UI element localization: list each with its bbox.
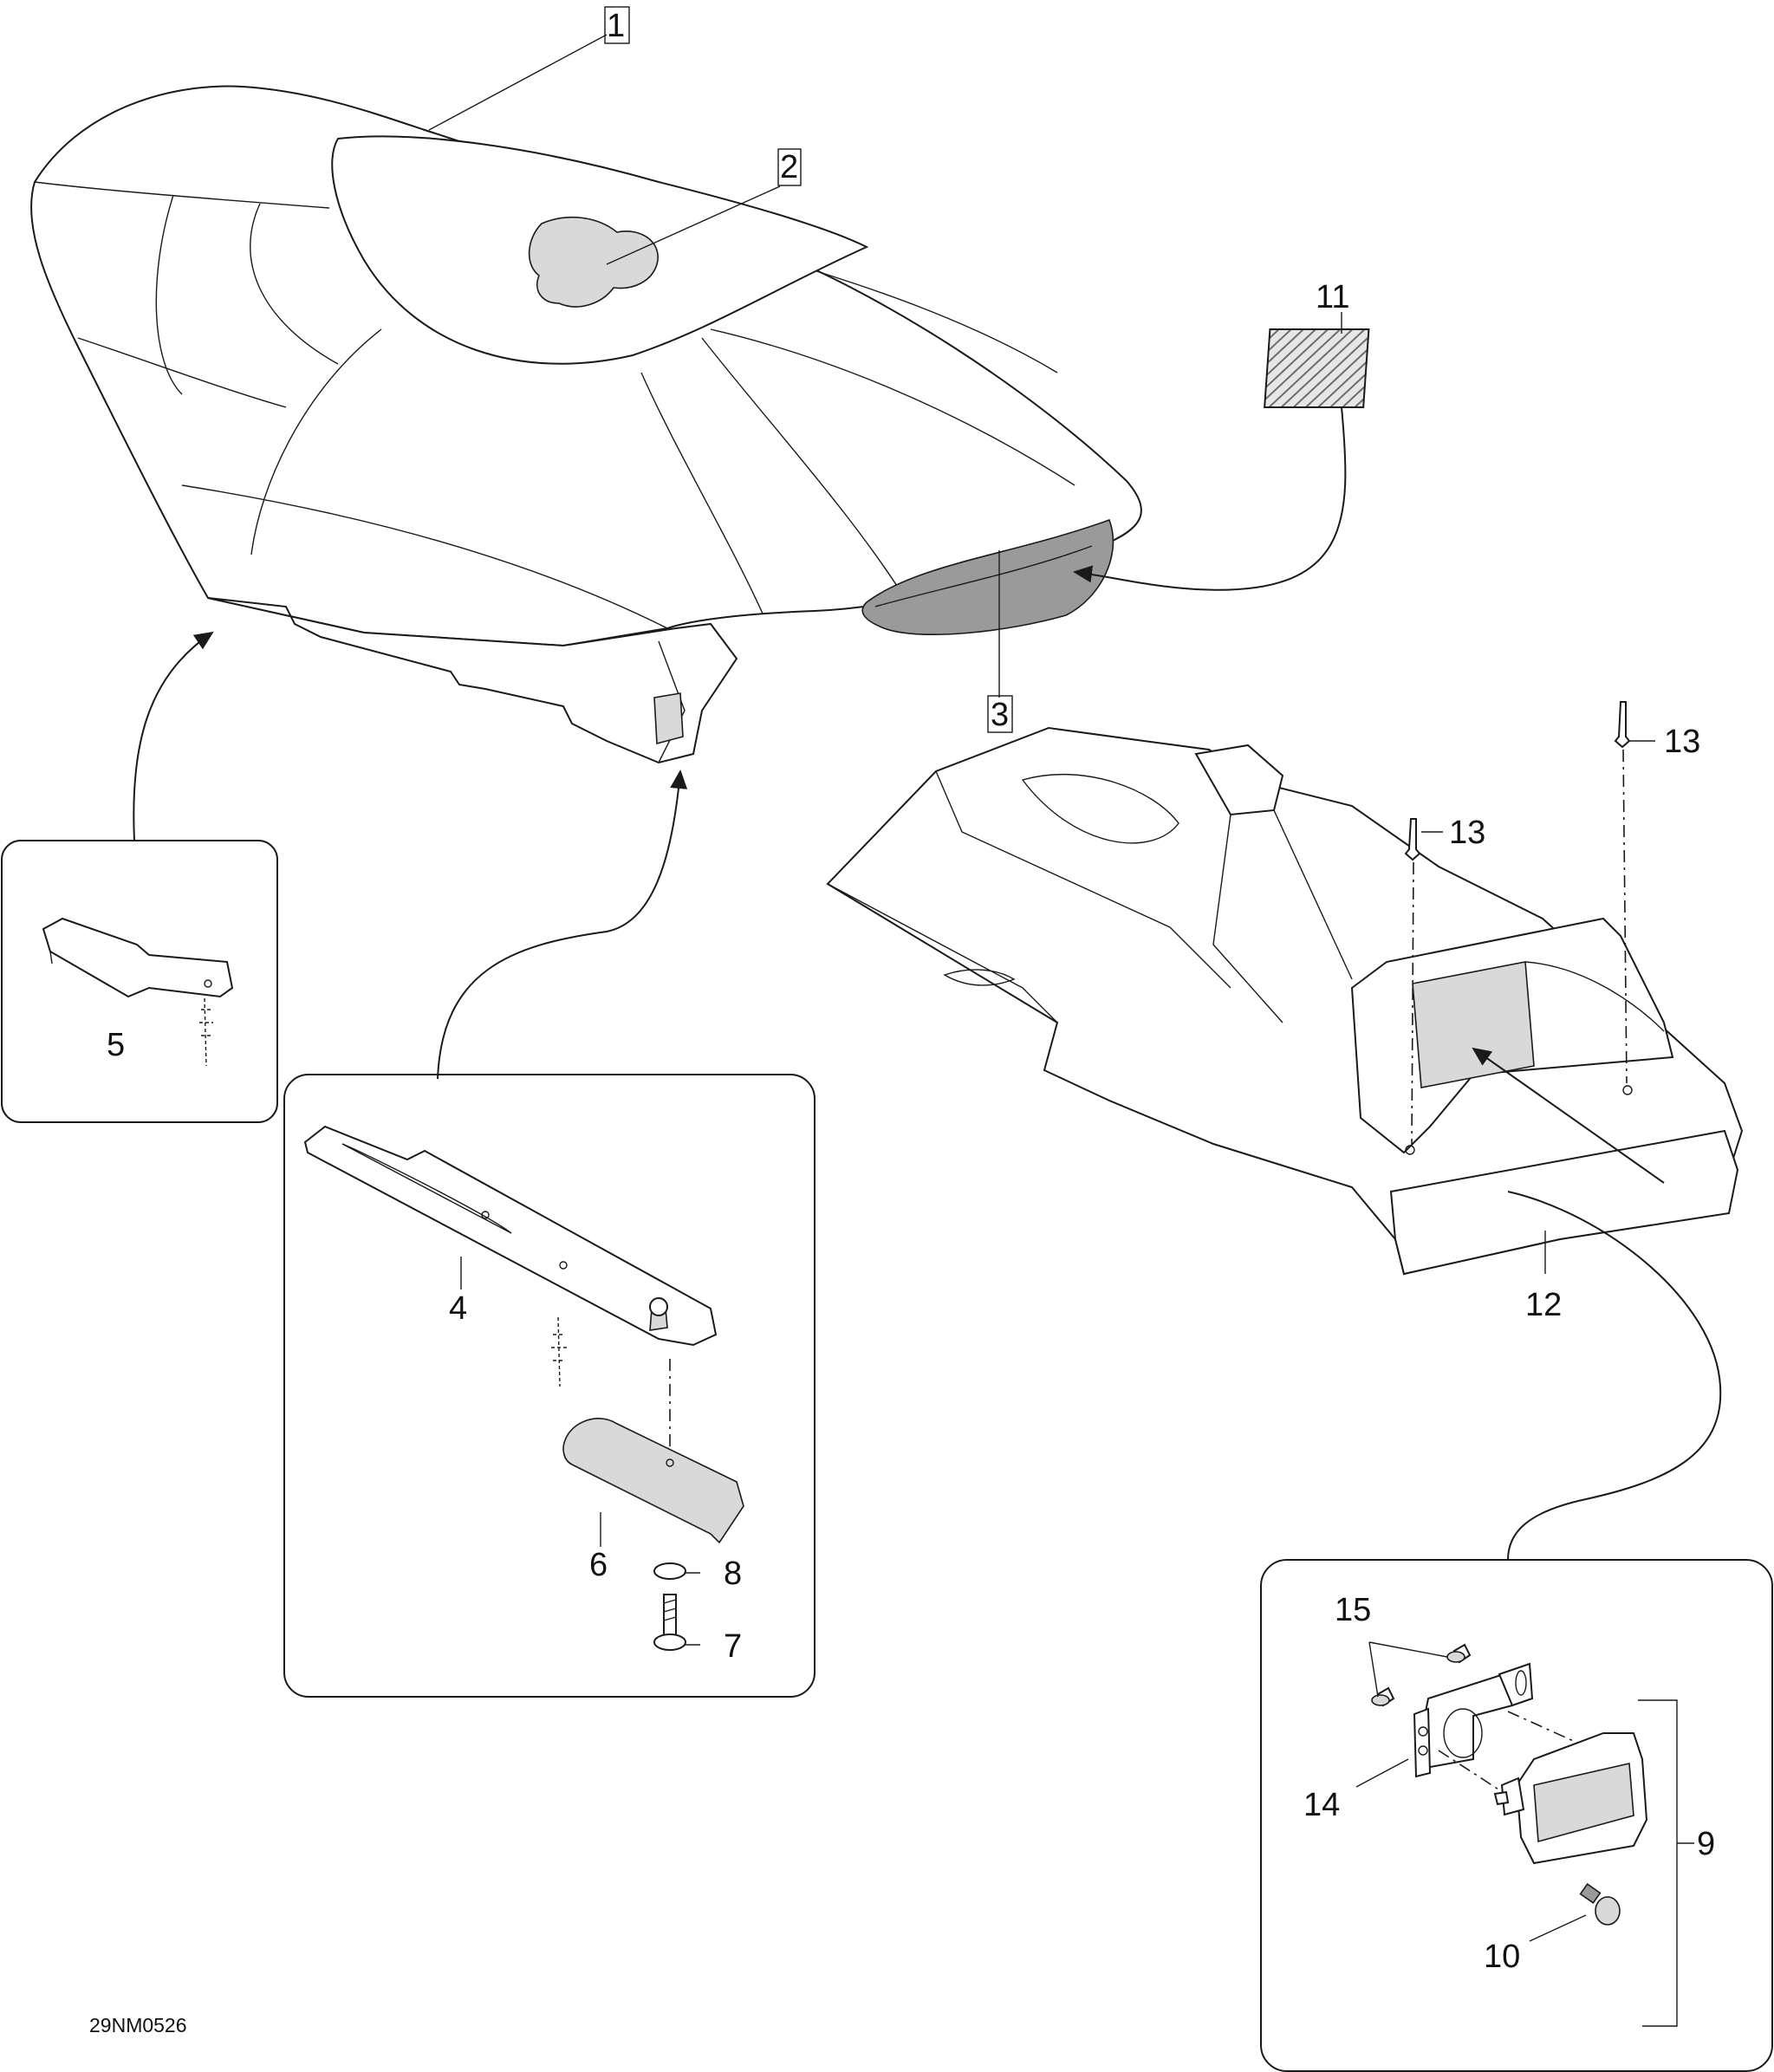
detail-box-bracket-4 xyxy=(283,1074,816,1698)
callout-13-left: 13 xyxy=(1449,815,1485,851)
drawing-code: 29NM0526 xyxy=(89,2014,187,2036)
bulb-10 xyxy=(1579,1882,1621,1926)
screw-7 xyxy=(653,1594,686,1651)
bracket-5 xyxy=(42,917,234,1067)
washer-8 xyxy=(653,1562,686,1580)
callout-13-right: 13 xyxy=(1664,724,1700,760)
clip-15 xyxy=(1371,1643,1472,1707)
plate-6 xyxy=(562,1418,744,1544)
bracket-4 xyxy=(303,1125,718,1387)
seat-assembly xyxy=(30,85,1142,764)
callout-10: 10 xyxy=(1484,1939,1520,1975)
callout-15: 15 xyxy=(1335,1592,1371,1628)
callout-4: 4 xyxy=(449,1290,467,1327)
seat-base-assembly xyxy=(826,701,1744,1276)
callout-9: 9 xyxy=(1697,1826,1715,1862)
callout-12: 12 xyxy=(1525,1287,1562,1323)
detail-box-bracket-5 xyxy=(1,840,278,1123)
callout-14: 14 xyxy=(1303,1787,1340,1823)
callout-2: 2 xyxy=(780,149,798,185)
callout-11: 11 xyxy=(1316,279,1349,315)
seat-logo xyxy=(528,216,659,308)
taillight-assembly xyxy=(1371,1643,1648,1926)
callout-8: 8 xyxy=(724,1556,742,1592)
rivet-icon xyxy=(1614,701,1631,749)
callout-1: 1 xyxy=(607,8,625,44)
detail-box-taillight xyxy=(1260,1559,1773,2072)
callout-6: 6 xyxy=(589,1547,608,1583)
base-lamp-opening xyxy=(1412,961,1535,1088)
callout-5: 5 xyxy=(107,1027,125,1063)
callout-3: 3 xyxy=(991,697,1009,733)
decal-patch xyxy=(1264,328,1370,408)
callout-7: 7 xyxy=(724,1628,742,1665)
rivet-icon xyxy=(1404,818,1421,861)
